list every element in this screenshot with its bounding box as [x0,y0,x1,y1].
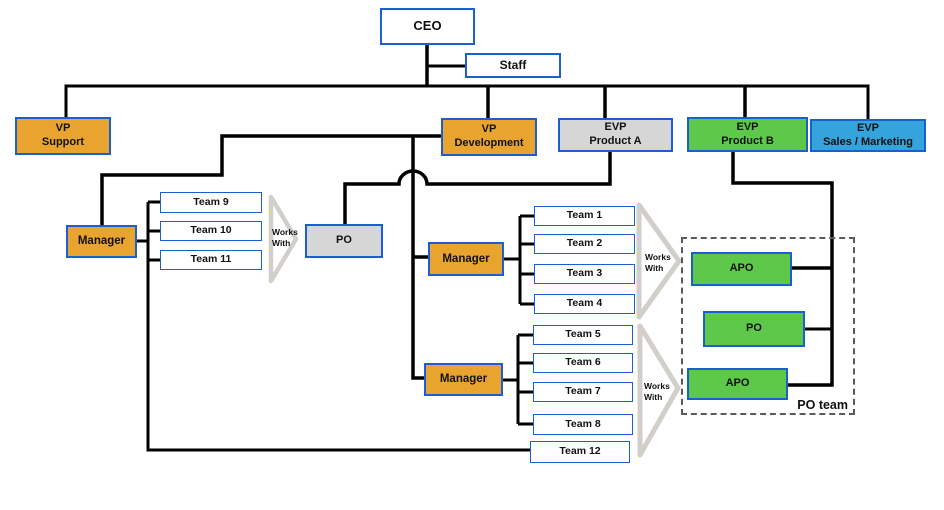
vpdev-left-manager-line [100,134,441,225]
team-3-label: Team 3 [566,267,603,280]
node-team-1: Team 1 [534,206,635,226]
team-11-label: Team 11 [190,253,232,266]
node-manager-left: Manager [66,225,137,258]
node-ceo: CEO [380,8,475,45]
teams-9-11-stub-lines [148,200,160,262]
node-evp-product-b-line1: EVP [736,120,759,133]
node-vp-development-line1: VP [481,123,497,136]
node-vp-development-line2: Development [454,137,524,149]
node-evp-sales-marketing: EVP Sales / Marketing [810,119,926,152]
works-with-label-mid: Works With [645,252,671,273]
node-po-right: PO [703,311,805,347]
node-manager-mid-label: Manager [442,252,490,265]
works-with-low-line1: Works [644,381,670,391]
node-apo-bottom: APO [687,368,788,400]
manager-mid-spine-line [504,216,522,304]
manager-left-spine-line [137,202,530,452]
team-6-label: Team 6 [565,356,601,369]
node-team-9: Team 9 [160,192,262,213]
node-team-5: Team 5 [533,325,633,345]
node-vp-support: VP Support [15,117,111,155]
node-team-11: Team 11 [160,250,262,270]
works-with-left-line1: Works [272,227,298,237]
teams-5-8-stub-lines [518,333,533,426]
node-po-left-label: PO [336,234,352,247]
node-team-10: Team 10 [160,221,262,241]
works-with-mid-line1: Works [645,252,671,262]
node-vp-support-line1: VP [55,122,71,135]
works-with-triangle-left [268,194,299,284]
evp-b-to-po-team-line [731,152,834,387]
team-10-label: Team 10 [190,224,232,237]
works-with-mid-line2: With [645,262,664,273]
node-team-2: Team 2 [534,234,635,254]
node-po-right-label: PO [746,322,762,335]
node-manager-low: Manager [424,363,503,396]
team-2-label: Team 2 [566,237,603,250]
team-12-label: Team 12 [559,445,601,458]
works-with-label-left: Works With [272,227,298,248]
node-vp-development: VP Development [441,118,537,156]
node-team-4: Team 4 [534,294,635,314]
po-team-label: PO team [797,398,848,412]
node-evp-product-b-line2: Product B [721,134,774,147]
node-team-7: Team 7 [533,382,633,402]
node-vp-support-line2: Support [41,136,85,148]
node-team-3: Team 3 [534,264,635,284]
works-with-label-low: Works With [644,381,670,402]
node-manager-left-label: Manager [77,235,126,248]
team-8-label: Team 8 [565,417,601,430]
node-evp-sales-marketing-line2: Sales / Marketing [823,135,913,148]
works-with-left-line2: With [272,237,291,248]
top-bus-line [64,84,870,119]
node-ceo-label: CEO [413,18,442,34]
manager-low-spine-line [503,335,520,424]
node-manager-mid: Manager [428,242,504,276]
works-with-triangle-mid [636,202,682,320]
teams-1-4-stub-lines [520,214,534,306]
node-evp-product-b: EVP Product B [687,117,808,152]
works-with-low-line2: With [644,391,663,402]
node-apo-top-label: APO [729,262,754,275]
node-apo-bottom-label: APO [725,377,750,390]
node-evp-product-a-line1: EVP [604,121,627,134]
team-4-label: Team 4 [566,297,603,310]
team-9-label: Team 9 [193,195,229,208]
node-staff-label: Staff [499,58,527,72]
evp-a-to-po-line [343,152,612,224]
node-apo-top: APO [691,252,792,286]
team-7-label: Team 7 [565,385,601,398]
node-team-12: Team 12 [530,441,630,463]
node-manager-low-label: Manager [439,373,488,386]
team-5-label: Team 5 [565,328,601,341]
node-evp-product-a: EVP Product A [558,118,673,152]
node-team-8: Team 8 [533,414,633,435]
node-team-6: Team 6 [533,353,633,373]
works-with-triangle-low [637,323,681,458]
node-staff: Staff [465,53,561,78]
team-1-label: Team 1 [566,209,603,222]
node-po-left: PO [305,224,383,258]
vpdev-managers-spine-line [411,136,424,380]
node-evp-sales-marketing-line1: EVP [856,121,879,134]
po-team-boundary: PO team [681,237,855,415]
node-evp-product-a-line2: Product A [589,135,642,147]
